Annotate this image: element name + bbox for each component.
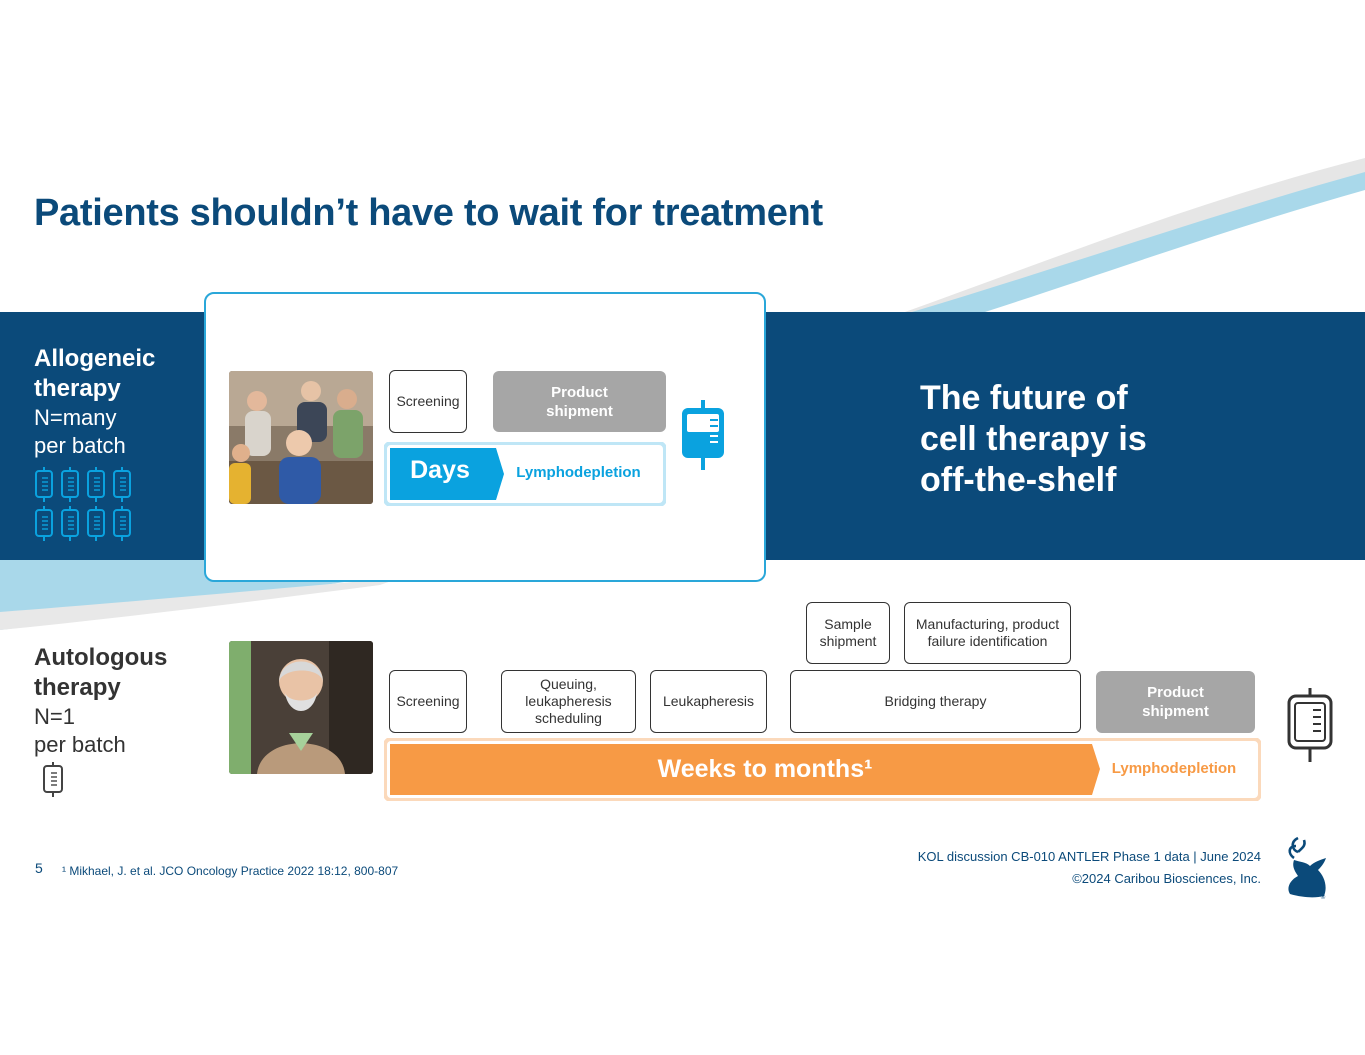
photo-group-of-patients bbox=[229, 371, 373, 504]
autologous-timeline-bar bbox=[384, 738, 1261, 801]
allogeneic-heading-line1: Allogeneic bbox=[34, 345, 156, 372]
footnote-reference: ¹ Mikhael, J. et al. JCO Oncology Practi… bbox=[62, 864, 399, 878]
autologous-label: Autologous therapy N=1 per batch bbox=[34, 643, 167, 759]
tagline-line1: The future of bbox=[920, 379, 1128, 417]
allogeneic-step-screening: Screening bbox=[389, 370, 467, 433]
autologous-heading-line2: therapy bbox=[34, 674, 121, 701]
autologous-step-leukapheresis: Leukapheresis bbox=[650, 670, 767, 733]
iv-bag-outline-icon bbox=[1287, 688, 1333, 762]
page-number: 5 bbox=[35, 860, 43, 876]
iv-bags-many-icon bbox=[35, 466, 131, 542]
footer-copyright: ©2024 Caribou Biosciences, Inc. bbox=[1072, 871, 1261, 886]
caribou-logo-icon: ® bbox=[1288, 836, 1326, 900]
autologous-step-queuing: Queuing, leukapheresis scheduling bbox=[501, 670, 636, 733]
allogeneic-timeline-duration: Days bbox=[410, 456, 470, 484]
autologous-n-line1: N=1 bbox=[34, 704, 75, 729]
allogeneic-timeline-bar bbox=[384, 442, 666, 506]
autologous-step-manufacturing: Manufacturing, product failure identific… bbox=[904, 602, 1071, 664]
autologous-step-screening: Screening bbox=[389, 670, 467, 733]
autologous-timeline-duration: Weeks to months¹ bbox=[657, 755, 873, 783]
autologous-timeline-lymphodepletion: Lymphodepletion bbox=[1111, 760, 1237, 777]
allogeneic-process-panel bbox=[204, 292, 766, 582]
tagline-line3: off-the-shelf bbox=[920, 461, 1117, 499]
iv-bag-filled-icon bbox=[682, 400, 724, 470]
svg-text:®: ® bbox=[1320, 894, 1326, 900]
allogeneic-step-product-shipment: Product shipment bbox=[493, 371, 666, 432]
page-title: Patients shouldn’t have to wait for trea… bbox=[34, 192, 823, 234]
autologous-step-bridging-therapy: Bridging therapy bbox=[790, 670, 1081, 733]
allogeneic-timeline-lymphodepletion: Lymphodepletion bbox=[516, 464, 641, 481]
photo-older-man bbox=[229, 641, 373, 774]
autologous-step-sample-shipment: Sample shipment bbox=[806, 602, 890, 664]
footer-event: KOL discussion CB-010 ANTLER Phase 1 dat… bbox=[917, 849, 1261, 864]
allogeneic-n-line1: N=many bbox=[34, 405, 117, 430]
autologous-n-line2: per batch bbox=[34, 732, 126, 757]
autologous-step-product-shipment: Product shipment bbox=[1096, 671, 1255, 733]
off-the-shelf-tagline: The future of cell therapy is off-the-sh… bbox=[920, 378, 1147, 501]
allogeneic-heading-line2: therapy bbox=[34, 375, 121, 402]
allogeneic-n-line2: per batch bbox=[34, 433, 126, 458]
iv-bag-single-icon bbox=[43, 762, 63, 797]
autologous-heading-line1: Autologous bbox=[34, 644, 168, 671]
tagline-line2: cell therapy is bbox=[920, 420, 1147, 458]
allogeneic-label: Allogeneic therapy N=many per batch bbox=[34, 344, 155, 460]
